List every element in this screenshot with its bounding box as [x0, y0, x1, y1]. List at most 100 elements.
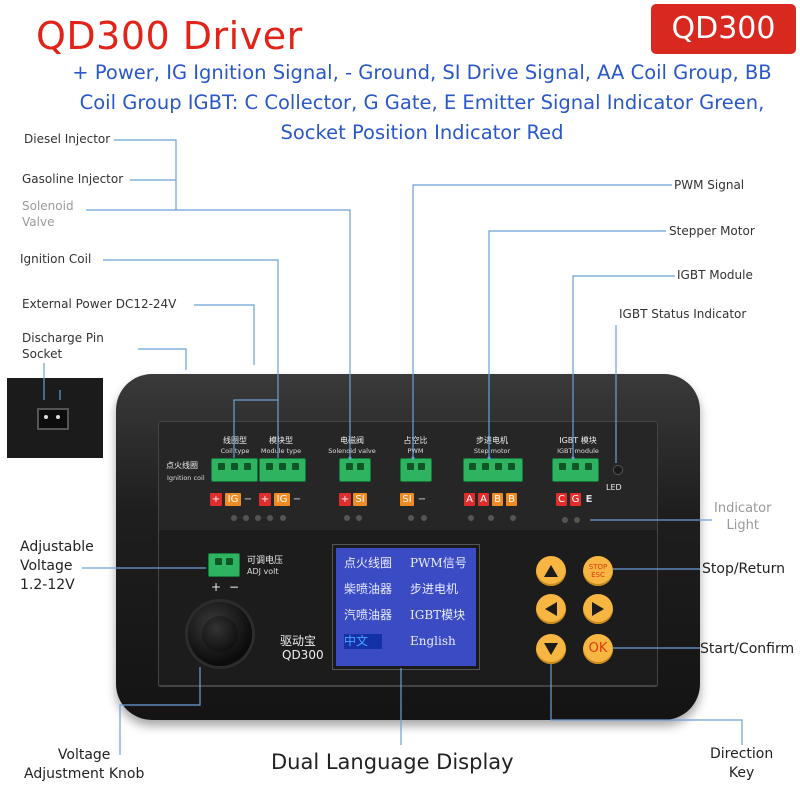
port-igbt-label-cn: IGBT 模块: [559, 436, 597, 445]
callout-solenoid-valve: Solenoid Valve: [22, 199, 74, 229]
menu-english[interactable]: English: [410, 634, 456, 648]
adj-minus: −: [229, 580, 240, 594]
callout-diesel-injector: Diesel Injector: [24, 132, 111, 146]
ignition-coil-label-en: Ignition coil: [167, 474, 205, 482]
lcd-screen: 点火线圈 PWM信号 柴喷油器 步进电机 汽喷油器 IGBT模块 中文 Engl…: [332, 544, 480, 670]
tag-si: SI: [400, 493, 414, 506]
menu-igbt-module[interactable]: IGBT模块: [410, 608, 466, 622]
socket-hole: [37, 408, 69, 430]
indicator-dot: [488, 515, 494, 521]
tag-minus: −: [243, 494, 253, 505]
indicator-dot: [280, 515, 286, 521]
callout-igbt-module: IGBT Module: [677, 268, 753, 282]
adj-volt-connector[interactable]: [208, 553, 240, 577]
indicator-dot: [574, 517, 580, 523]
arrow-right-icon: [592, 602, 604, 616]
callout-ignition-coil: Ignition Coil: [20, 252, 92, 266]
callout-start-confirm: Start/Confirm: [700, 641, 795, 657]
module-type-connector[interactable]: [259, 458, 306, 482]
coil-type-connector[interactable]: [211, 458, 258, 482]
step-motor-connector[interactable]: [463, 458, 523, 482]
port-coil-label-cn: 线圈型: [223, 436, 247, 445]
adj-volt-label-cn: 可调电压: [247, 556, 284, 566]
tag-plus: +: [339, 493, 351, 506]
tag-minus: −: [417, 494, 427, 505]
discharge-pin-socket-photo: [7, 378, 103, 458]
tag-ig: IG: [274, 493, 290, 506]
pin-description: + Power, IG Ignition Signal, - Ground, S…: [72, 61, 772, 144]
menu-stepper-motor[interactable]: 步进电机: [410, 582, 459, 596]
adj-plus: +: [211, 580, 222, 594]
arrow-left-icon: [545, 602, 557, 616]
esc-label: ESC: [591, 571, 605, 579]
tag-a: A: [464, 493, 475, 506]
callout-direction-key: Direction Key: [710, 746, 774, 781]
knob-cap: [202, 616, 238, 652]
tag-b: B: [506, 493, 517, 506]
indicator-dot: [408, 515, 414, 521]
tag-plus: +: [210, 493, 222, 506]
indicator-dot: [356, 515, 362, 521]
callout-discharge-pin-socket: Discharge Pin Socket: [22, 331, 104, 361]
pwm-connector[interactable]: [400, 458, 432, 482]
indicator-dot: [231, 515, 237, 521]
arrow-down-icon: [544, 643, 558, 655]
down-key[interactable]: [536, 634, 566, 664]
port-coil-label-en: Coil type: [220, 447, 250, 455]
tag-ig: IG: [225, 493, 241, 506]
tag-plus: +: [259, 493, 271, 506]
voltage-knob[interactable]: [188, 602, 252, 666]
menu-chinese[interactable]: 中文: [344, 634, 382, 649]
ok-key[interactable]: OK: [583, 634, 613, 664]
callout-external-power: External Power DC12-24V: [22, 297, 177, 311]
port-igbt-label-en: IGBT module: [557, 447, 599, 455]
port-module-label-en: Module type: [260, 447, 302, 455]
tag-minus: −: [292, 494, 302, 505]
callout-igbt-status: IGBT Status Indicator: [619, 307, 747, 321]
igbt-module-connector[interactable]: [552, 458, 599, 482]
page-title: QD300 Driver: [36, 14, 303, 58]
indicator-dot: [510, 515, 516, 521]
port-solenoid-label-cn: 电磁阀: [340, 436, 364, 445]
callout-gasoline-injector: Gasoline Injector: [22, 172, 124, 186]
port-pwm-label-cn: 占空比: [403, 436, 428, 445]
menu-diesel-injector[interactable]: 柴喷油器: [344, 582, 393, 596]
menu-ignition-coil[interactable]: 点火线圈: [344, 556, 393, 570]
socket-pin: [56, 415, 60, 419]
menu-pwm-signal[interactable]: PWM信号: [410, 556, 467, 570]
callout-pwm-signal: PWM Signal: [674, 178, 745, 192]
indicator-dot: [344, 515, 350, 521]
indicator-dot: [421, 515, 427, 521]
callout-indicator-light: Indicator Light: [714, 501, 772, 533]
callout-stepper-motor: Stepper Motor: [669, 224, 755, 238]
tag-g: G: [570, 493, 581, 506]
indicator-dot: [468, 515, 474, 521]
callout-adjustable-voltage: Adjustable Voltage 1.2-12V: [20, 539, 94, 593]
tag-si: SI: [353, 493, 367, 506]
tag-e: E: [585, 494, 593, 505]
up-key[interactable]: [536, 556, 566, 586]
ignition-coil-label-cn: 点火线圈: [166, 461, 198, 470]
adj-volt-label-en: ADJ volt: [247, 567, 279, 576]
port-pwm-label-en: PWM: [407, 447, 424, 455]
brand-cn: 驱动宝: [280, 634, 317, 648]
indicator-dot: [243, 515, 249, 521]
solenoid-valve-connector[interactable]: [339, 458, 371, 482]
callout-stop-return: Stop/Return: [702, 561, 786, 577]
stop-label: STOP: [588, 563, 608, 571]
right-key[interactable]: [583, 594, 613, 624]
port-module-label-cn: 模块型: [269, 436, 293, 445]
indicator-dot: [562, 517, 568, 523]
stop-esc-key[interactable]: STOP ESC: [583, 556, 613, 586]
callout-voltage-knob: Voltage Adjustment Knob: [24, 747, 145, 782]
tag-c: C: [556, 493, 567, 506]
port-step-label-en: Step motor: [473, 447, 511, 455]
ok-label: OK: [588, 641, 608, 656]
model-badge: QD300: [651, 4, 796, 54]
menu-gasoline-injector[interactable]: 汽喷油器: [344, 608, 393, 622]
brand-en: QD300: [282, 648, 324, 662]
left-key[interactable]: [536, 594, 566, 624]
port-solenoid-label-en: Solenoid valve: [328, 447, 376, 455]
port-step-label-cn: 步进电机: [476, 436, 508, 445]
